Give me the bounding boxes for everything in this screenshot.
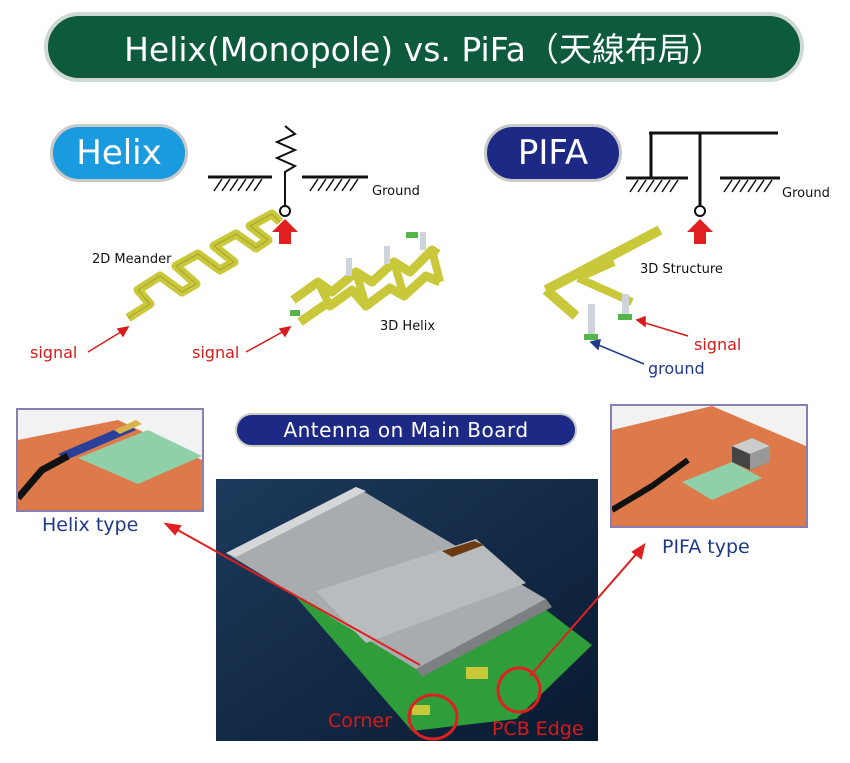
pcb-edge-label: PCB Edge [492,718,584,740]
callout-arrows [163,522,646,677]
helix-spring-symbol [274,125,298,206]
main-board-image [216,479,598,741]
corner-highlight [407,693,459,741]
helix-thumbnail-image [18,410,202,510]
antenna-on-board-text: Antenna on Main Board [283,418,529,442]
pifa-thumbnail-image [612,406,806,526]
pifa-3d-structure [542,225,663,340]
page-title: Helix(Monopole) vs. PiFa（天線布局） [44,12,804,82]
helix-badge-text: Helix [76,133,162,173]
structure-3d-label: 3D Structure [640,262,723,277]
meander-label: 2D Meander [92,252,172,267]
ground-label-left: Ground [372,184,420,199]
pcb-edge-highlight [496,666,542,714]
pifa-type-label: PIFA type [662,536,750,558]
helix-3d-antenna [290,232,444,326]
pifa-badge-text: PIFA [517,133,589,173]
helix-thumbnail [16,408,204,512]
signal-label-pifa: signal [694,335,742,354]
ground-label-right: Ground [782,186,830,201]
helix-badge: Helix [50,124,188,182]
signal-label-meander: signal [30,343,78,362]
antenna-schematics [87,125,780,365]
helix-ground-hatch [213,178,359,192]
corner-label: Corner [328,710,392,732]
ground-pointer-arrow [589,339,645,365]
pifa-feed-point [694,205,706,217]
pifa-feed-arrow [687,219,713,244]
helix-3d-label: 3D Helix [380,319,436,334]
page-title-text: Helix(Monopole) vs. PiFa（天線布局） [124,30,724,69]
signal-pointer-arrows [87,315,689,353]
meander-antenna-edge [127,213,281,319]
helix-feed-point [279,205,291,217]
helix-feed-arrow [272,219,298,244]
main-board-render [216,479,598,741]
helix-type-label: Helix type [42,514,139,536]
antenna-on-board-badge: Antenna on Main Board [235,413,577,447]
signal-label-helix: signal [192,343,240,362]
pifa-thumbnail [610,404,808,528]
ground-label-pifa: ground [648,359,705,378]
pifa-ground-hatch [629,179,773,193]
pifa-antenna-symbol [626,131,780,206]
pifa-badge: PIFA [484,124,622,182]
